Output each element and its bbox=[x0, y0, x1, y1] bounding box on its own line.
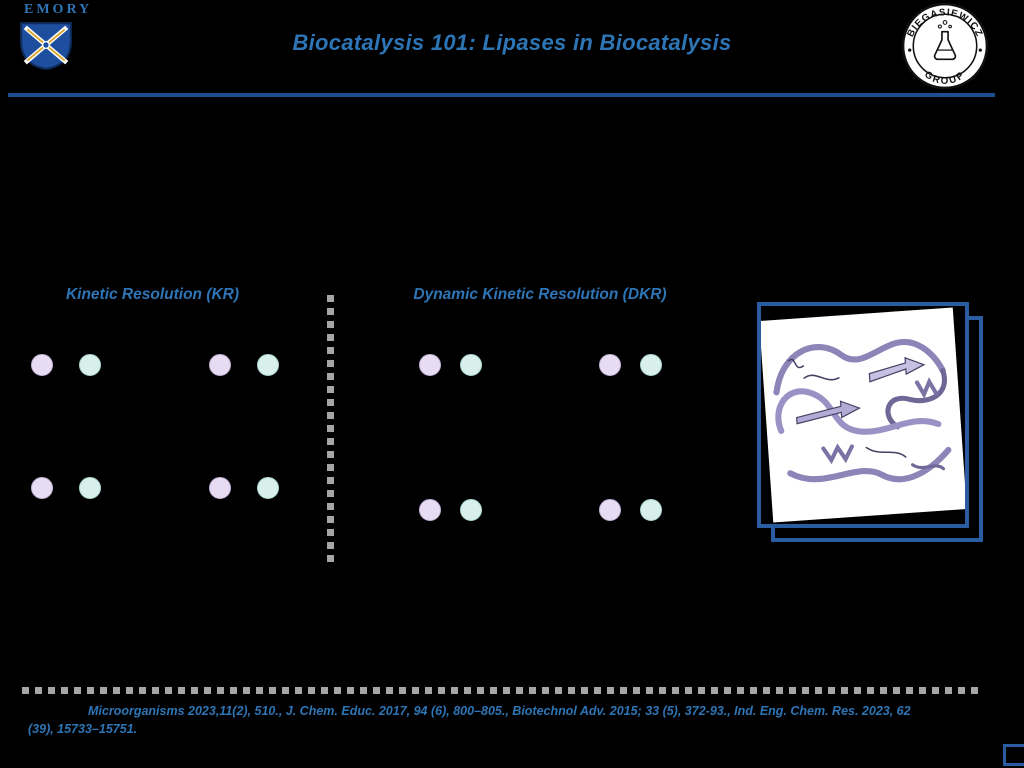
emory-shield-icon bbox=[18, 20, 74, 75]
molecule-circle-teal bbox=[79, 354, 101, 376]
molecule-circle-purple bbox=[31, 477, 53, 499]
section-title-dkr: Dynamic Kinetic Resolution (DKR) bbox=[413, 286, 667, 303]
section-title-kr: Kinetic Resolution (KR) bbox=[65, 286, 240, 303]
section-divider-dashed bbox=[327, 295, 334, 565]
molecule-circle-teal bbox=[79, 477, 101, 499]
emory-wordmark: EMORY bbox=[24, 2, 93, 17]
citation-line-2: (39), 15733–15751. bbox=[28, 722, 138, 736]
footer-dashed-line bbox=[22, 687, 984, 694]
molecule-circle-teal bbox=[460, 354, 482, 376]
molecule-circle-purple bbox=[209, 477, 231, 499]
slide-title: Biocatalysis 101: Lipases in Biocatalysi… bbox=[292, 30, 732, 55]
molecule-circle-teal bbox=[640, 499, 662, 521]
molecule-circle-purple bbox=[31, 354, 53, 376]
molecule-circle-purple bbox=[419, 499, 441, 521]
flask-icon bbox=[933, 20, 957, 61]
molecule-circle-purple bbox=[599, 499, 621, 521]
molecule-circle-teal bbox=[640, 354, 662, 376]
protein-structure-frame bbox=[757, 302, 969, 528]
molecule-circle-teal bbox=[257, 477, 279, 499]
citation-line-1: Microorganisms 2023,11(2), 510., J. Chem… bbox=[88, 704, 911, 718]
molecule-circle-teal bbox=[257, 354, 279, 376]
page-number-box bbox=[1003, 744, 1024, 766]
molecule-circle-purple bbox=[599, 354, 621, 376]
molecule-circle-teal bbox=[460, 499, 482, 521]
molecule-circle-purple bbox=[209, 354, 231, 376]
header-rule bbox=[8, 93, 995, 97]
molecule-circle-purple bbox=[419, 354, 441, 376]
biegasiewicz-group-logo-icon: BIEGASIEWICZ GROUP bbox=[901, 2, 989, 95]
protein-structure-image bbox=[761, 307, 965, 523]
